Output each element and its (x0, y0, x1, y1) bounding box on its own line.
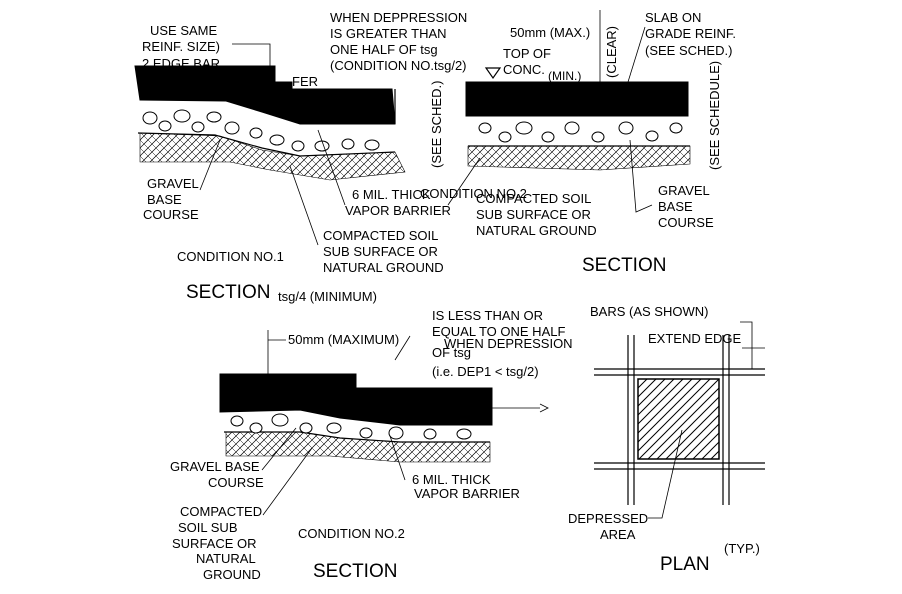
slab-2 (465, 81, 689, 117)
gravel-label-3a: GRAVEL BASE (170, 459, 260, 474)
soil-label-3a: COMPACTED (180, 504, 262, 519)
bars-label: BARS (AS SHOWN) (590, 304, 708, 319)
extend-edge-label: EXTEND EDGE (648, 331, 742, 346)
slab-label-3: (SEE SCHED.) (645, 43, 732, 58)
plan-typ: (TYP.) (724, 541, 760, 556)
gravel-stones-3 (230, 413, 472, 440)
soil-label-1b: SUB SURFACE OR (323, 244, 438, 259)
section-3: tsg/4 (MINIMUM) 50mm (MAXIMUM) IS LESS T… (170, 289, 573, 582)
note-3-line2: EQUAL TO ONE HALF (432, 324, 565, 339)
note-depression-line4: (CONDITION NO.tsg/2) (330, 58, 467, 73)
soil-label-3c: SURFACE OR (172, 536, 257, 551)
section-1-title: SECTION (186, 282, 270, 303)
plan-title: PLAN (660, 554, 710, 575)
max-label-3: 50mm (MAXIMUM) (288, 332, 399, 347)
gravel-label-2c: COURSE (658, 215, 714, 230)
plan: BARS (AS SHOWN) EXTEND EDGE DEPRESSED AR… (568, 304, 765, 575)
condition-2-top: CONDITION NO.2 (420, 186, 527, 201)
vapor-barrier-line-1 (137, 132, 396, 157)
note-reinf-line2: REINF. SIZE) (142, 39, 220, 54)
soil-label-3b: SOIL SUB (178, 520, 237, 535)
gravel-label-3b: COURSE (208, 475, 264, 490)
depressed-label-1: DEPRESSED (568, 511, 648, 526)
min-label: (MIN.) (548, 69, 581, 83)
max-label-2: 50mm (MAX.) (510, 25, 590, 40)
vapor-label-3b: VAPOR BARRIER (414, 486, 520, 501)
note-depression-line2: IS GREATER THAN (330, 26, 447, 41)
vapor-barrier-line-3 (224, 431, 490, 443)
note-3-line5: (i.e. DEP1 < tsg/2) (432, 364, 539, 379)
clear-label: (CLEAR) (604, 26, 619, 78)
note-reinf-line1: USE SAME (150, 23, 218, 38)
vapor-label-3a: 6 MIL. THICK (412, 472, 491, 487)
gravel-stones-1 (142, 109, 380, 152)
note-depression-line1: WHEN DEPPRESSION (330, 10, 467, 25)
gravel-label-1b: BASE (147, 192, 182, 207)
see-schedule-vertical: (SEE SCHEDULE) (707, 61, 722, 170)
gravel-label-1c: COURSE (143, 207, 199, 222)
top-of-conc-marker (484, 67, 502, 80)
soil-label-2a: COMPACTED SOIL (476, 191, 591, 206)
slab-label-2: GRADE REINF. (645, 26, 736, 41)
tsg-min-label: tsg/4 (MINIMUM) (278, 289, 377, 304)
gravel-label-1a: GRAVEL (147, 176, 199, 191)
note-3-line1: IS LESS THAN OR (432, 308, 543, 323)
soil-label-3d: NATURAL (196, 551, 256, 566)
vapor-label-1b: VAPOR BARRIER (345, 203, 451, 218)
slab-label-1: SLAB ON (645, 10, 701, 25)
soil-label-1c: NATURAL GROUND (323, 260, 444, 275)
depressed-label-2: AREA (600, 527, 636, 542)
edge-bar-partial: 2 EDGE BAR (142, 56, 220, 71)
condition-3: CONDITION NO.2 (298, 526, 405, 541)
slab-1 (134, 65, 396, 125)
soil-label-2b: SUB SURFACE OR (476, 207, 591, 222)
soil-hatch-1 (139, 132, 406, 181)
soil-label-2c: NATURAL GROUND (476, 223, 597, 238)
fer-partial: FER (292, 74, 318, 89)
top-conc-1: TOP OF (503, 46, 551, 61)
section-3-title: SECTION (313, 561, 397, 582)
note-depression-line3: ONE HALF OF tsg (330, 42, 438, 57)
section-2: 50mm (MAX.) (CLEAR) SLAB ON GRADE REINF.… (420, 10, 736, 276)
soil-hatch-2 (467, 145, 691, 171)
see-sched-vertical: (SEE SCHED.) (429, 81, 444, 168)
soil-label-3e: GROUND (203, 567, 261, 582)
soil-label-1a: COMPACTED SOIL (323, 228, 438, 243)
note-3-line3: WHEN DEPRESSION (444, 336, 573, 351)
vapor-label-1a: 6 MIL. THICK (352, 187, 431, 202)
top-conc-2: CONC. (503, 62, 545, 77)
gravel-stones-2 (478, 121, 683, 143)
note-3-line4: OF tsg (432, 345, 471, 360)
condition-1: CONDITION NO.1 (177, 249, 284, 264)
gravel-label-2b: BASE (658, 199, 693, 214)
section-2-title: SECTION (582, 255, 666, 276)
section-1: USE SAME REINF. SIZE) 2 EDGE BAR FER WHE… (134, 10, 467, 303)
slab-3 (219, 373, 493, 426)
gravel-label-2a: GRAVEL (658, 183, 710, 198)
soil-hatch-3 (225, 431, 491, 463)
